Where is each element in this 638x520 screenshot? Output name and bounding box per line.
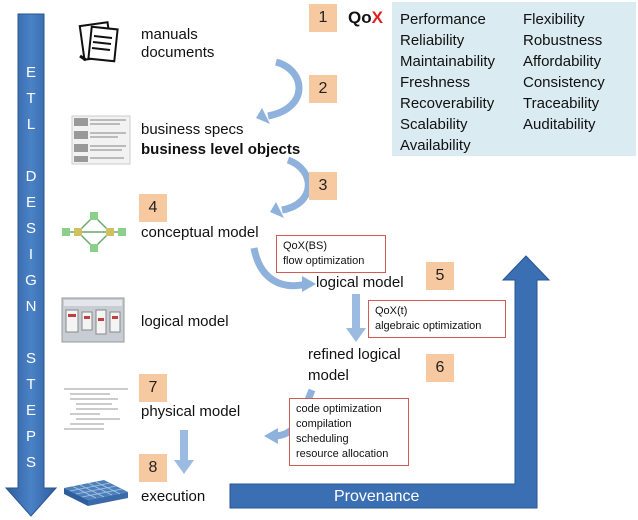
qox-title-suffix: X [371, 8, 383, 27]
etl-letter [18, 320, 44, 346]
etl-letter: P [25, 428, 36, 445]
physical-ops-box: code optimization compilation scheduling re… [289, 398, 409, 466]
box-line: flow optimization [283, 255, 365, 267]
manuals-icon [78, 21, 119, 63]
curved-arrow-3-head [270, 202, 284, 218]
down-arrow-physical-execution [180, 430, 188, 462]
step-badge-4: 4 [139, 194, 167, 222]
step-badge-1: 1 [309, 4, 337, 32]
label-refined-logical-1: refined logical [308, 346, 401, 363]
qox-metric: Availability [400, 137, 471, 154]
qox-metric: Recoverability [400, 95, 495, 112]
etl-letter: L [26, 116, 36, 133]
down-arrow-logical-refined [352, 294, 360, 330]
qox-metric: Freshness [400, 74, 471, 91]
etl-design-steps-arrow [4, 13, 58, 517]
curved-arrow-3 [281, 156, 312, 214]
box-line: scheduling [296, 433, 349, 445]
label-documents: documents [141, 44, 215, 61]
etl-letter: G [25, 272, 37, 289]
etl-letter: D [25, 168, 37, 185]
box-line: algebraic optimization [375, 320, 482, 332]
down-arrow-physical-execution-head [174, 460, 194, 474]
business-specs-thumbnail [71, 115, 131, 165]
box-line: QoX(BS) [283, 240, 328, 252]
box-line: resource allocation [296, 448, 389, 460]
provenance-arrow [229, 255, 551, 509]
etl-letter: E [25, 402, 36, 419]
label-execution: execution [141, 488, 206, 505]
step-badge-3: 3 [309, 172, 337, 200]
qox-metric: Affordability [523, 53, 602, 70]
qox-metric: Flexibility [523, 11, 585, 28]
qox-metric: Reliability [400, 32, 465, 49]
down-arrow-logical-refined-head [346, 328, 366, 342]
label-logical-model-mid: logical model [316, 274, 404, 291]
step-badge-2: 2 [309, 75, 337, 103]
qox-metric: Traceability [523, 95, 600, 112]
etl-letter: T [26, 90, 36, 107]
label-physical-model: physical model [141, 403, 241, 420]
qox-metric: Performance [400, 11, 486, 28]
qox-t-box: QoX(t) algebraic optimization [368, 300, 506, 338]
label-provenance: Provenance [334, 488, 420, 505]
qox-metric: Scalability [400, 116, 468, 133]
qox-title-prefix: Qo [348, 8, 372, 27]
curved-arrow-refined-physical-head [264, 428, 278, 444]
label-conceptual-model: conceptual model [141, 224, 259, 241]
conceptual-model-thumbnail [62, 212, 126, 252]
qox-metric: Maintainability [400, 53, 496, 70]
step-badge-8: 8 [139, 454, 167, 482]
qox-bs-box: QoX(BS) flow optimization [276, 235, 386, 273]
logical-model-thumbnail [61, 297, 125, 343]
qox-title: QoX [348, 8, 383, 28]
etl-letter: N [25, 298, 37, 315]
label-manuals: manuals [141, 26, 198, 43]
step-badge-6: 6 [426, 354, 454, 382]
qox-metric: Robustness [523, 32, 603, 49]
etl-letter: S [25, 350, 36, 367]
physical-model-thumbnail [64, 388, 128, 430]
curved-arrow-2-head [256, 108, 270, 124]
etl-letter: T [26, 376, 36, 393]
curved-arrow-conceptual-logical-head [302, 276, 316, 292]
execution-thumbnail [64, 480, 128, 506]
label-business-level-objects: business level objects [141, 141, 301, 158]
label-refined-logical-2: model [308, 367, 349, 384]
box-line: QoX(t) [375, 305, 408, 317]
etl-letter: I [28, 246, 34, 263]
etl-letter: E [25, 194, 36, 211]
etl-letter: S [25, 220, 36, 237]
label-business-specs: business specs [141, 121, 244, 138]
box-line: compilation [296, 418, 352, 430]
curved-arrow-conceptual-logical [250, 247, 307, 290]
etl-letter [18, 138, 44, 164]
step-badge-5: 5 [426, 262, 454, 290]
step-badge-7: 7 [139, 374, 167, 402]
label-logical-model-left: logical model [141, 313, 229, 330]
etl-letter: E [25, 64, 36, 81]
qox-metric: Consistency [523, 74, 605, 91]
etl-letter: S [25, 454, 36, 471]
box-line: code optimization [296, 403, 382, 415]
qox-metric: Auditability [523, 116, 596, 133]
curved-arrow-2 [267, 58, 303, 120]
